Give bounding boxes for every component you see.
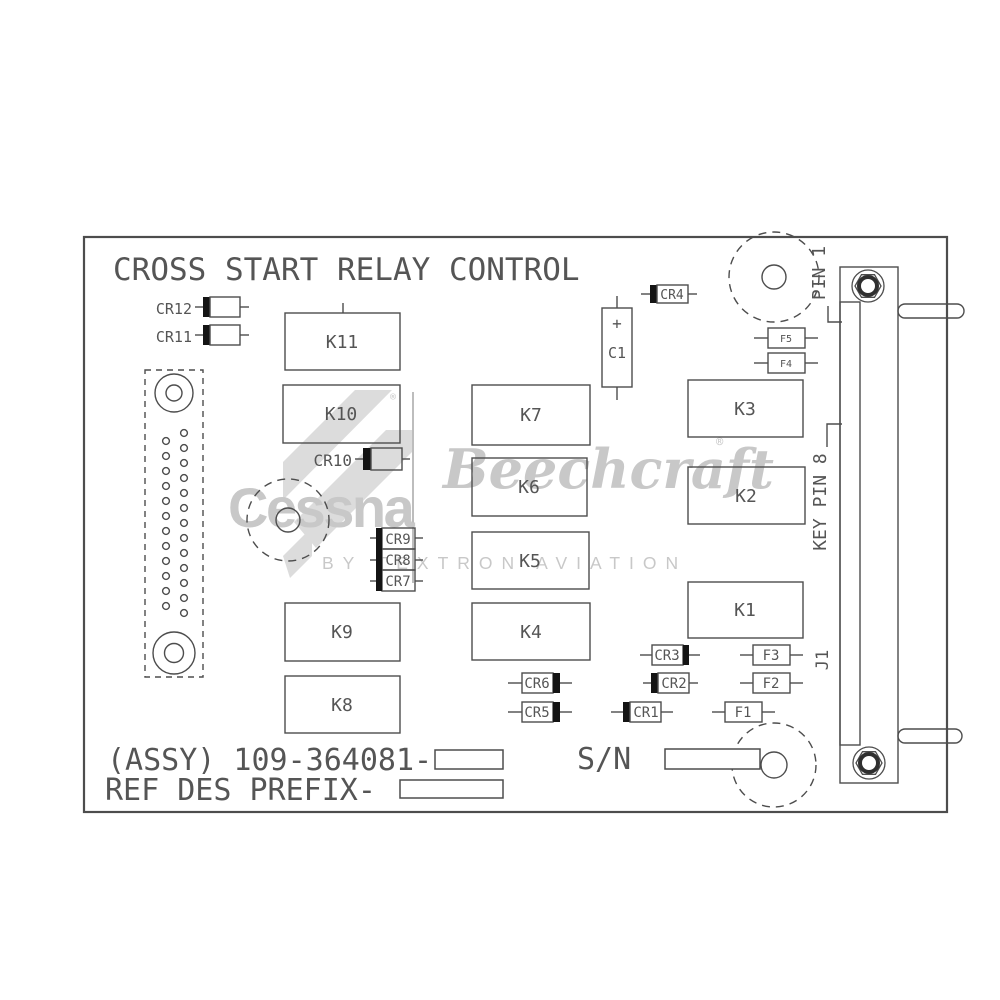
pcb-outline — [82, 235, 949, 814]
fuse-F1: F1 — [712, 701, 775, 723]
svg-text:F4: F4 — [780, 359, 792, 370]
svg-text:CR10: CR10 — [313, 451, 352, 470]
capacitor-polarity: + — [612, 314, 622, 333]
relay-K10: K10 — [282, 384, 401, 444]
textron-logo: ® — [283, 390, 414, 583]
svg-text:K11: K11 — [326, 332, 359, 353]
svg-text:F5: F5 — [780, 334, 792, 345]
pin1-label: PIN 1 — [809, 246, 830, 300]
ref-des-prefix: REF DES PREFIX- — [105, 773, 504, 808]
relay-K5: K5 — [471, 531, 590, 590]
svg-text:CR8: CR8 — [385, 553, 410, 569]
diode-CR1: CR1 — [611, 701, 673, 723]
diode-CR3: CR3 — [640, 644, 700, 666]
capacitor-label: C1 — [608, 344, 626, 362]
svg-text:CR5: CR5 — [524, 705, 549, 721]
connector-pin-bottom — [897, 728, 963, 744]
relay-K8: K8 — [284, 675, 401, 734]
svg-text:CR1: CR1 — [633, 705, 658, 721]
diode-CR12: CR12 — [156, 296, 249, 318]
svg-text:CR11: CR11 — [156, 328, 192, 346]
pin1-callout: PIN 1 — [809, 246, 842, 323]
watermark-beechcraft: Beechcraft — [441, 437, 774, 501]
assy-label: (ASSY) 109-364081- — [107, 743, 432, 778]
connector-mount-hole-top — [154, 373, 194, 413]
diode-CR2: CR2 — [643, 672, 698, 694]
diode-CR10: CR10 — [313, 447, 410, 471]
registered-mark-icon: ® — [390, 392, 397, 403]
svg-text:CR3: CR3 — [654, 648, 679, 664]
relay-K11: K11 — [284, 303, 401, 371]
fuse-F5: F5 — [754, 327, 818, 349]
jackscrew-nut-top — [851, 269, 885, 303]
textron-watermark: ® Cessna Beechcraft ® BY TEXTRON AVIATIO… — [228, 390, 774, 583]
svg-text:F3: F3 — [763, 648, 780, 664]
diode-CR6: CR6 — [508, 672, 572, 694]
serial-number: S/N — [577, 742, 761, 777]
svg-text:K3: K3 — [734, 399, 756, 420]
fuse-F4: F4 — [754, 352, 818, 374]
svg-text:K5: K5 — [519, 551, 541, 572]
fuse-F3: F3 — [740, 644, 803, 666]
svg-text:K7: K7 — [520, 405, 542, 426]
connector-pin-top — [897, 303, 965, 319]
svg-text:K6: K6 — [518, 477, 540, 498]
relay-K9: K9 — [284, 602, 401, 662]
connector-J1-label: J1 — [813, 650, 833, 670]
diode-CR11: CR11 — [156, 324, 249, 346]
sn-label: S/N — [577, 742, 631, 777]
relay-K1: K1 — [687, 581, 804, 639]
diode-CR5: CR5 — [508, 701, 572, 723]
svg-text:CR7: CR7 — [385, 574, 410, 590]
svg-text:CR2: CR2 — [661, 676, 686, 692]
relay-K6: K6 — [471, 457, 588, 517]
relay-K7: K7 — [471, 384, 591, 446]
fuse-F2: F2 — [740, 672, 803, 694]
sn-box — [664, 748, 761, 770]
svg-text:CR6: CR6 — [524, 676, 549, 692]
assembly-number: (ASSY) 109-364081- — [107, 743, 504, 778]
jackscrew-nut-bottom — [852, 746, 886, 780]
svg-text:CR12: CR12 — [156, 300, 192, 318]
left-connector-footprint — [144, 369, 204, 678]
connector-mount-hole-bottom — [152, 631, 196, 675]
svg-text:F1: F1 — [735, 705, 752, 721]
svg-text:F2: F2 — [763, 676, 780, 692]
capacitor-C1: + C1 — [601, 296, 633, 400]
key-pin8-label: KEY PIN 8 — [810, 453, 831, 551]
board-title: CROSS START RELAY CONTROL — [113, 252, 580, 288]
ref-des-label: REF DES PREFIX- — [105, 773, 376, 808]
mounting-hole-top-right — [728, 231, 820, 323]
svg-text:K2: K2 — [735, 486, 757, 507]
registered-mark-icon: ® — [716, 435, 724, 449]
relay-K4: K4 — [471, 602, 591, 661]
watermark-cessna: Cessna — [228, 476, 416, 539]
ref-des-box — [399, 779, 504, 799]
svg-text:CR9: CR9 — [385, 532, 410, 548]
diode-band — [376, 528, 382, 591]
assy-dash-number-box — [434, 749, 504, 770]
diode-CR7: CR7 — [370, 528, 423, 592]
svg-text:K9: K9 — [331, 622, 353, 643]
edge-connector-J1: J1 — [813, 266, 899, 784]
svg-text:K1: K1 — [734, 600, 756, 621]
svg-text:K4: K4 — [520, 622, 542, 643]
connector-pin-holes — [161, 428, 189, 618]
diode-CR4: CR4 — [641, 284, 697, 304]
svg-text:K10: K10 — [325, 404, 358, 425]
relay-K2: K2 — [687, 466, 806, 525]
mounting-hole-middle-left — [246, 478, 330, 562]
relay-K3: K3 — [687, 379, 804, 438]
svg-text:CR4: CR4 — [660, 288, 684, 303]
svg-text:K8: K8 — [331, 695, 353, 716]
key-pin8-callout: KEY PIN 8 — [810, 423, 842, 551]
